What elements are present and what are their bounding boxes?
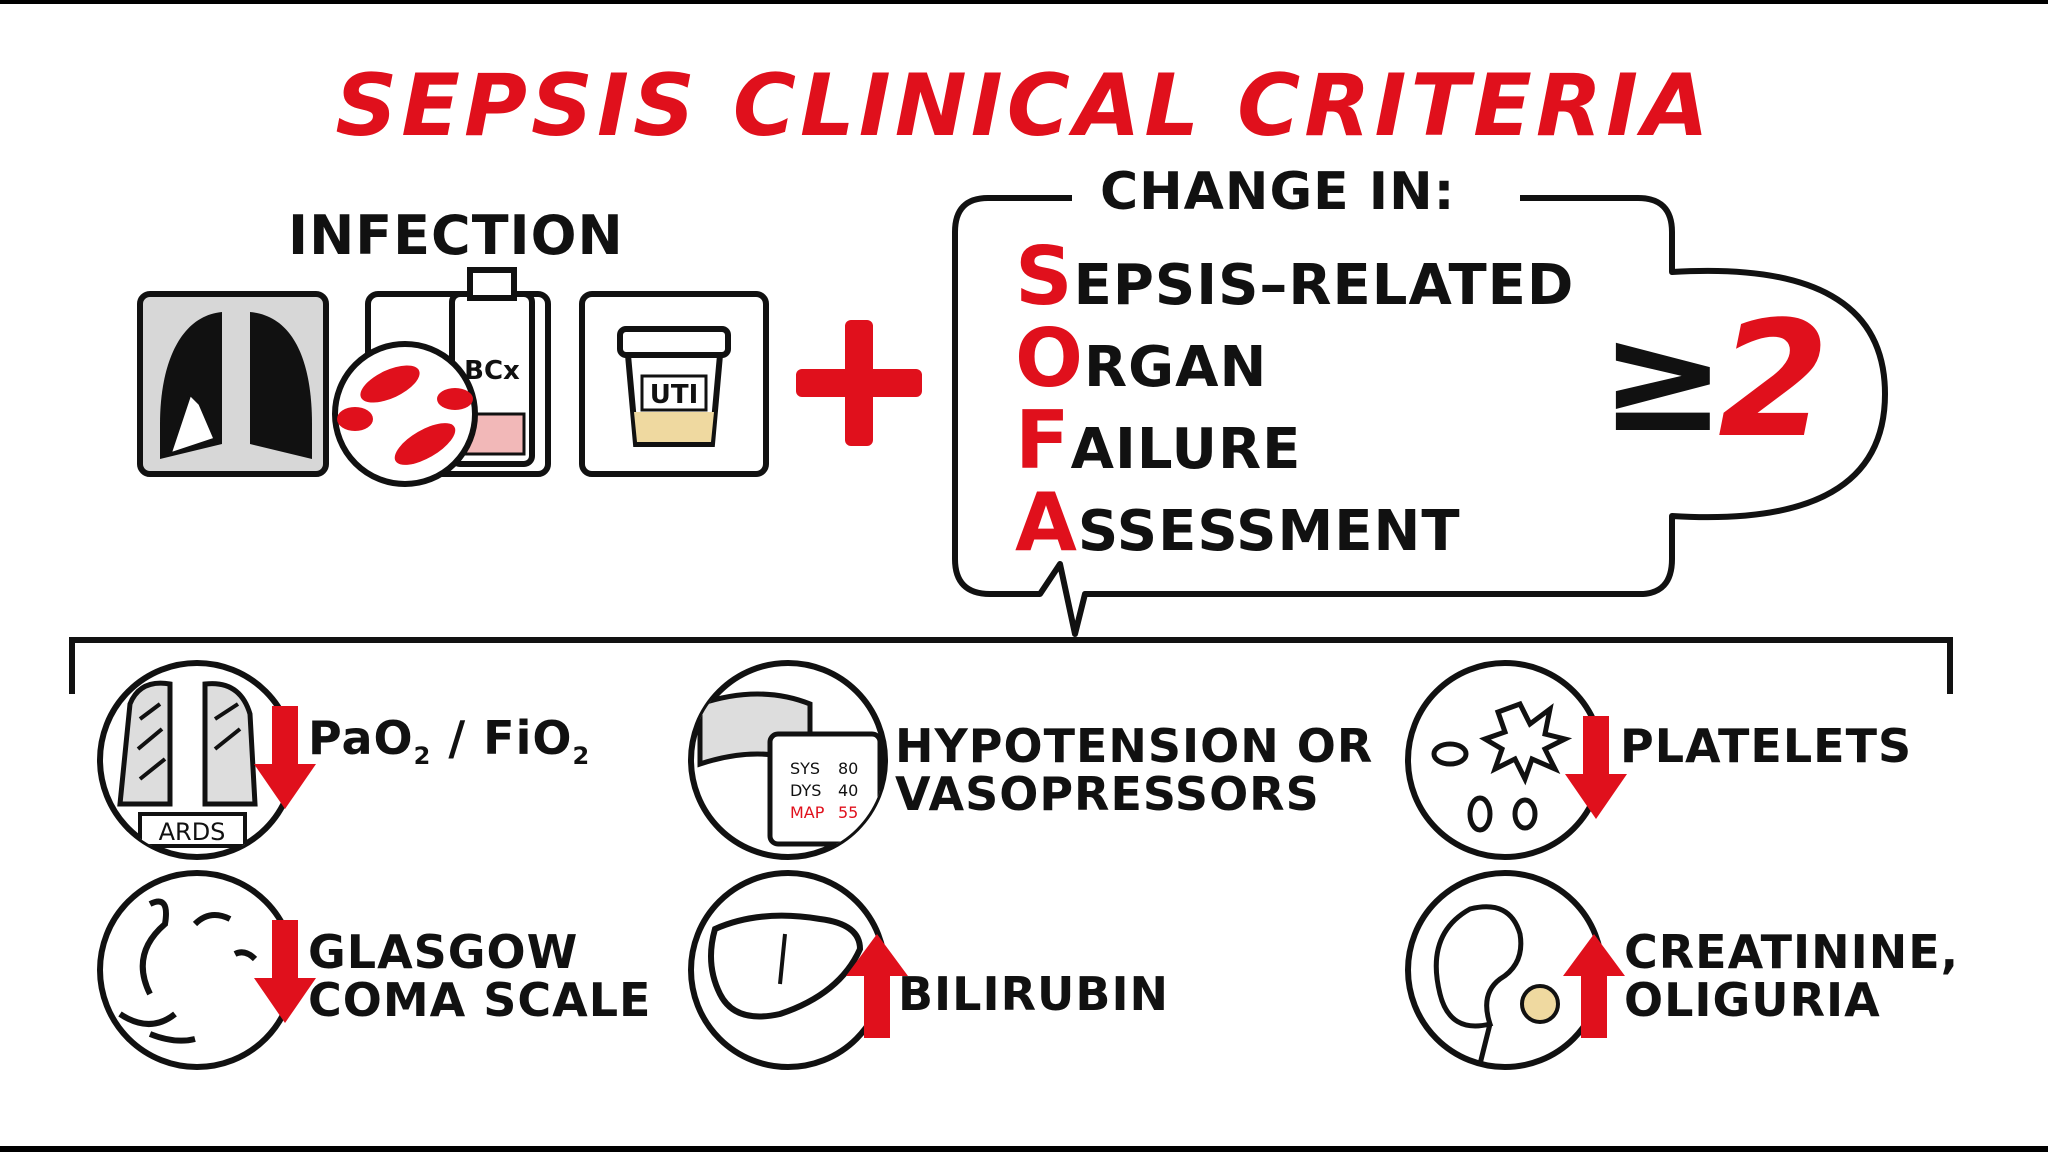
platelets-icon: [1431, 700, 1573, 833]
kidney-icon: [1433, 904, 1560, 1065]
lung-xray-icon: [137, 291, 329, 477]
liver-icon: [708, 912, 864, 1020]
sofa-line-organ: ORGAN: [1015, 312, 1268, 405]
criteria-pao2-fio2: PaO2 / FiO2: [308, 711, 591, 771]
criteria-bilirubin: BILIRUBIN: [898, 967, 1170, 1021]
arrow-down-icon: [254, 706, 316, 809]
sofa-line-sepsis: SEPSIS–RELATED: [1015, 230, 1575, 323]
monitor-label: 55: [838, 803, 858, 822]
ards-label: ARDS: [159, 818, 226, 846]
bracket-line: [69, 637, 1953, 694]
monitor-label: DYS: [790, 781, 821, 800]
sepsis-diagram: SEPSIS CLINICAL CRITERIA: [0, 4, 2048, 1146]
urine-cup-icon: UTI: [579, 291, 769, 477]
arrow-up-icon: [846, 934, 908, 1038]
arrow-down-icon: [1565, 716, 1627, 819]
face-icon: [118, 898, 258, 1044]
criteria-creatinine: CREATININE,OLIGURIA: [1624, 925, 1960, 1027]
lungs-ards-icon: ARDS: [117, 680, 258, 848]
criteria-circle: [97, 870, 297, 1070]
bp-monitor-icon: SYS DYS MAP 80 40 55: [697, 691, 883, 847]
page-title: SEPSIS CLINICAL CRITERIA: [335, 56, 1713, 156]
sofa-line-assessment: ASSESSMENT: [1015, 476, 1461, 569]
monitor-label: 80: [838, 759, 858, 778]
arrow-up-icon: [1563, 934, 1625, 1038]
threshold-value: 2: [1718, 286, 1831, 473]
monitor-label: SYS: [790, 759, 820, 778]
sofa-line-failure: FAILURE: [1015, 394, 1302, 487]
monitor-label: MAP: [790, 803, 825, 822]
arrow-down-icon: [254, 920, 316, 1023]
criteria-platelets: PLATELETS: [1620, 719, 1913, 773]
cup-label: UTI: [650, 380, 699, 410]
plus-icon: [796, 320, 922, 446]
diagram-graphics: BCx UTI: [69, 195, 1953, 1070]
threshold-symbol: ≥: [1600, 292, 1727, 466]
sofa-bubble: [952, 195, 1888, 637]
sofa-header: CHANGE IN:: [1092, 162, 1464, 222]
infection-label: INFECTION: [288, 204, 624, 267]
bacteria-icon: BCx: [332, 267, 551, 487]
bottle-label: BCx: [464, 356, 520, 386]
monitor-label: 40: [838, 781, 858, 800]
